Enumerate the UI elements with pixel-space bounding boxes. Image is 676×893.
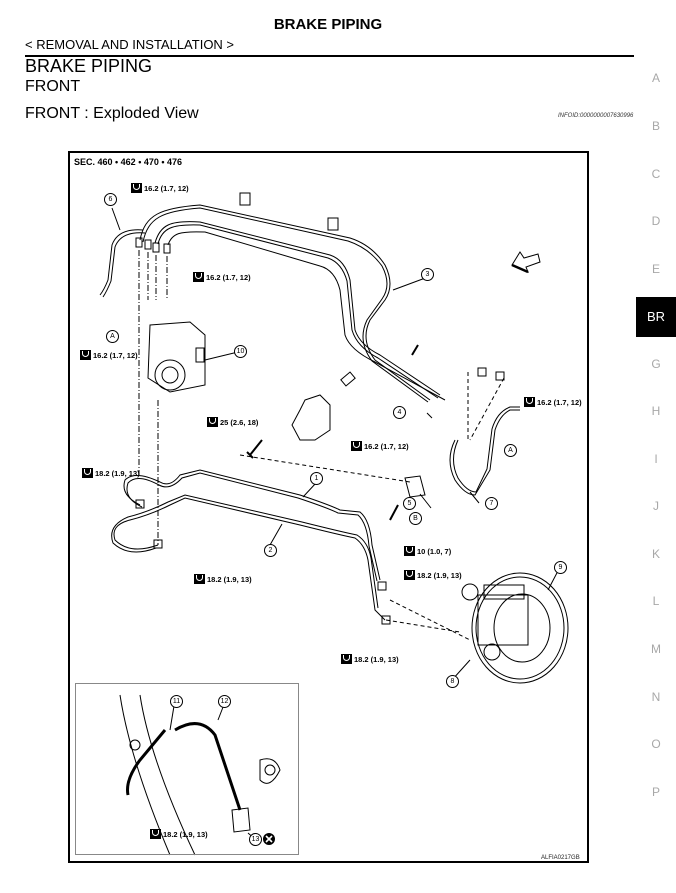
ref-a-left: A: [106, 330, 119, 343]
bolt: [246, 439, 263, 459]
side-tab-o[interactable]: O: [651, 737, 661, 751]
torque-spec: 10 (1.0, 7): [404, 546, 451, 556]
brake-pipe-3: [139, 204, 431, 401]
torque-wrench-icon: [194, 574, 205, 584]
brake-pipe-connector-5: [404, 475, 426, 498]
side-tab-br[interactable]: BR: [636, 297, 676, 337]
ref-a-right: A: [504, 444, 517, 457]
side-tab-a[interactable]: A: [651, 71, 660, 85]
side-tab-n[interactable]: N: [651, 690, 661, 704]
callout-12: 12: [218, 695, 231, 708]
side-tab-g[interactable]: G: [651, 357, 661, 371]
torque-wrench-icon: [524, 397, 535, 407]
header-divider: [25, 55, 634, 57]
side-tab-d[interactable]: D: [651, 214, 661, 228]
torque-spec: 16.2 (1.7, 12): [80, 350, 138, 360]
callout-2: 2: [264, 544, 277, 557]
torque-spec: 18.2 (1.9, 13): [404, 570, 462, 580]
torque-spec: 16.2 (1.7, 12): [524, 397, 582, 407]
ref-b: B: [409, 512, 422, 525]
torque-spec: 18.2 (1.9, 13): [150, 829, 208, 839]
side-tab-e[interactable]: E: [651, 262, 660, 276]
section-subheading: FRONT: [25, 78, 81, 95]
page-header-title: BRAKE PIPING: [273, 16, 383, 33]
figure-id: ALFIA0217GB: [541, 855, 580, 861]
torque-wrench-icon: [351, 441, 362, 451]
do-not-reuse-x-icon: [263, 833, 275, 845]
breadcrumb[interactable]: < REMOVAL AND INSTALLATION >: [25, 37, 235, 52]
inset-detail-frame: [75, 683, 299, 855]
torque-wrench-icon: [404, 570, 415, 580]
pipe-clip: [327, 217, 339, 231]
callout-6: 6: [104, 193, 117, 206]
torque-spec: 16.2 (1.7, 12): [193, 272, 251, 282]
brake-pipe-2: [113, 497, 386, 621]
side-tab-c[interactable]: C: [651, 167, 661, 181]
bolt: [411, 344, 419, 356]
torque-wrench-icon: [404, 546, 415, 556]
callout-11: 11: [170, 695, 183, 708]
brake-hose-12: [174, 722, 242, 811]
torque-wrench-icon: [193, 272, 204, 282]
torque-spec: 16.2 (1.7, 12): [131, 183, 189, 193]
pipe-clip: [239, 192, 251, 206]
front-direction-arrow: [511, 251, 541, 273]
brake-pipe-6: [99, 229, 144, 296]
bolt: [389, 504, 399, 521]
callout-9: 9: [554, 561, 567, 574]
torque-wrench-icon: [82, 468, 93, 478]
side-tab-k[interactable]: K: [651, 547, 660, 561]
brake-pipe-1: [123, 469, 381, 581]
section-subsubheading: FRONT : Exploded View: [25, 105, 199, 122]
figure-section-ref: SEC. 460 • 462 • 470 • 476: [74, 157, 183, 167]
side-tab-l[interactable]: L: [652, 594, 660, 608]
torque-spec: 18.2 (1.9, 13): [341, 654, 399, 664]
side-tab-h[interactable]: H: [651, 404, 661, 418]
exploded-view-figure-frame: [68, 151, 589, 863]
torque-wrench-icon: [150, 829, 161, 839]
callout-8: 8: [446, 675, 459, 688]
brake-pipe-7: [449, 409, 520, 496]
torque-wrench-icon: [207, 417, 218, 427]
torque-wrench-icon: [341, 654, 352, 664]
side-tab-j[interactable]: J: [653, 499, 659, 513]
callout-13: 13: [249, 833, 262, 846]
torque-wrench-icon: [131, 183, 142, 193]
master-cylinder-8: [461, 583, 529, 661]
info-id: INFOID:0000000007630996: [558, 113, 634, 119]
pipe-clip: [477, 367, 487, 377]
callout-3: 3: [421, 268, 434, 281]
torque-wrench-icon: [80, 350, 91, 360]
callout-5: 5: [403, 497, 416, 510]
abs-actuator-10: [147, 321, 206, 393]
actuator-bracket: [291, 394, 331, 441]
callout-10: 10: [234, 345, 247, 358]
pipe-clip: [340, 371, 356, 387]
section-heading: BRAKE PIPING: [25, 56, 153, 76]
pipe-clip: [495, 371, 505, 381]
callout-4: 4: [393, 406, 406, 419]
side-tab-b[interactable]: B: [651, 119, 660, 133]
callout-7: 7: [485, 497, 498, 510]
torque-spec: 18.2 (1.9, 13): [194, 574, 252, 584]
side-tab-p[interactable]: P: [651, 785, 660, 799]
torque-spec: 18.2 (1.9, 13): [82, 468, 140, 478]
torque-spec: 25 (2.6, 18): [207, 417, 258, 427]
side-tab-i[interactable]: I: [654, 452, 658, 466]
torque-spec: 16.2 (1.7, 12): [351, 441, 409, 451]
side-tab-m[interactable]: M: [651, 642, 661, 656]
callout-1: 1: [310, 472, 323, 485]
brake-booster-9: [471, 572, 569, 684]
